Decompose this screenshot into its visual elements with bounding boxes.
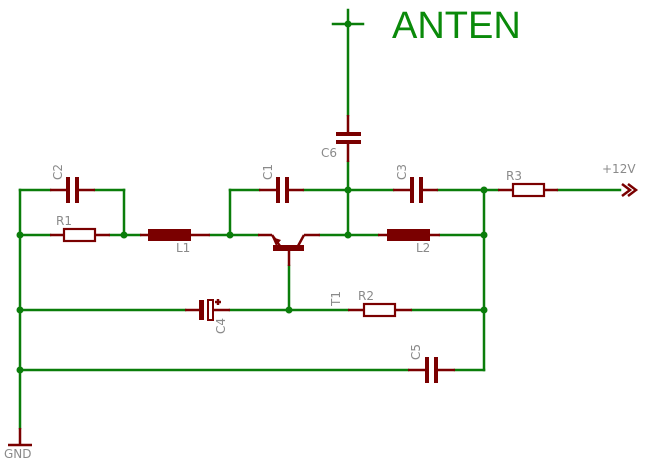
label-l2: L2	[416, 241, 430, 255]
label-l1: L1	[176, 241, 190, 255]
junction-dot	[16, 231, 24, 239]
label-r1: R1	[56, 214, 72, 228]
junction-dot	[344, 231, 352, 239]
label-c4: C4	[214, 318, 228, 334]
junction-dot	[120, 231, 128, 239]
capacitor-c2[interactable]	[50, 177, 95, 203]
junction-dot	[226, 231, 234, 239]
junction-dot	[480, 306, 488, 314]
inductor-l1[interactable]	[140, 229, 210, 241]
ground-label: GND	[4, 447, 32, 461]
label-c2: C2	[51, 164, 65, 180]
capacitor-c1[interactable]	[259, 177, 304, 203]
inductor-l2[interactable]	[378, 229, 440, 241]
resistor-r3[interactable]	[498, 182, 558, 198]
junctions	[16, 20, 488, 374]
resistor-r1[interactable]	[50, 227, 110, 243]
transistor-t1[interactable]	[258, 233, 320, 266]
junction-dot	[344, 20, 352, 28]
capacitor-c4[interactable]	[185, 299, 230, 321]
label-t1: T1	[329, 291, 343, 307]
supply-arrow-icon	[621, 183, 639, 197]
label-c1: C1	[261, 164, 275, 180]
junction-dot	[16, 306, 24, 314]
label-c6: C6	[321, 146, 337, 160]
resistor-r2[interactable]	[348, 302, 412, 318]
junction-dot	[16, 366, 24, 374]
label-r3: R3	[506, 169, 522, 183]
antenna-title: ANTEN	[392, 5, 521, 47]
wires	[18, 8, 622, 430]
junction-dot	[480, 231, 488, 239]
label-r2: R2	[358, 289, 374, 303]
junction-dot	[480, 186, 488, 194]
supply-label: +12V	[602, 162, 636, 176]
junction-dot	[285, 306, 293, 314]
capacitor-c5[interactable]	[408, 357, 455, 383]
junction-dot	[344, 186, 352, 194]
capacitor-c6[interactable]	[336, 115, 361, 162]
label-c3: C3	[395, 164, 409, 180]
ground-icon	[8, 428, 32, 447]
capacitor-c3[interactable]	[393, 177, 438, 203]
label-c5: C5	[409, 344, 423, 360]
